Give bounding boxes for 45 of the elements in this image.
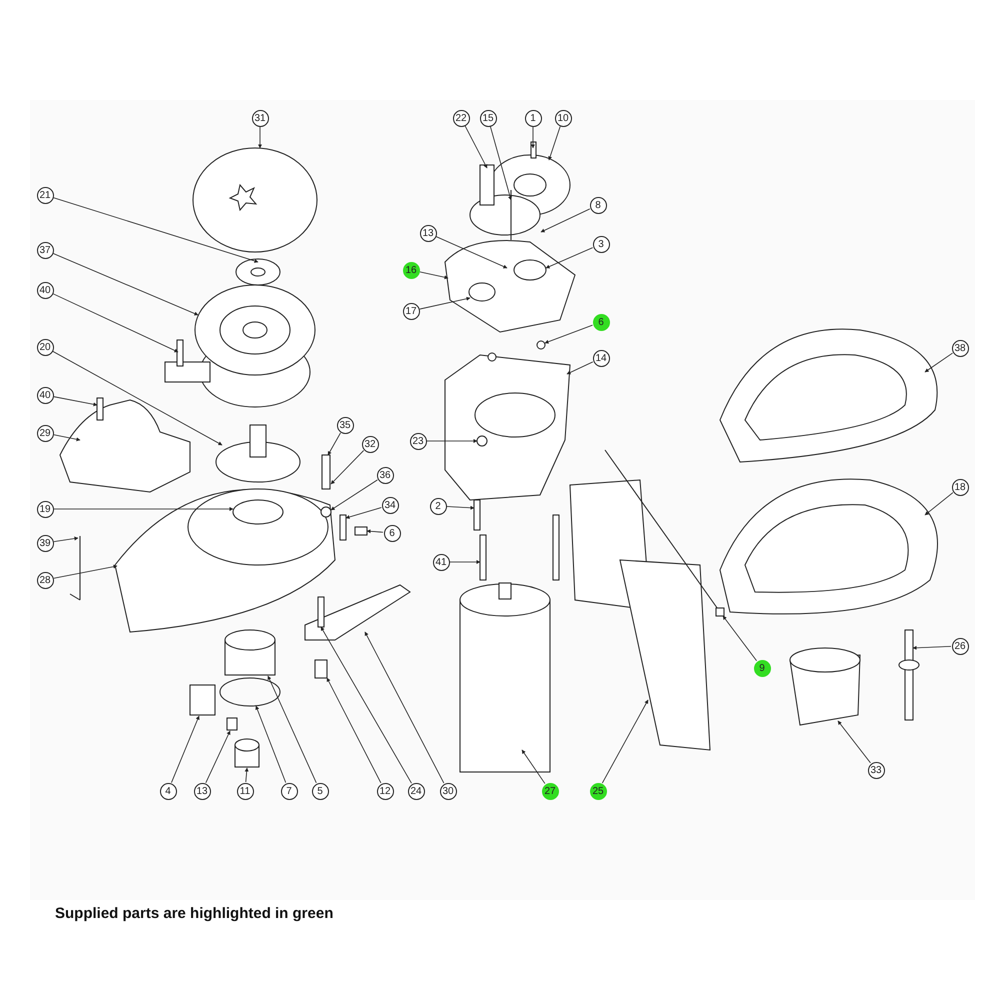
leader-line: [53, 564, 118, 579]
leader-line: [924, 492, 954, 516]
leader-line: [171, 716, 200, 784]
leader-line: [912, 646, 952, 650]
leader-line: [330, 450, 364, 484]
leader-line: [838, 720, 871, 764]
leader-line: [53, 197, 258, 263]
leader-line: [205, 730, 230, 784]
leader-line: [531, 126, 535, 148]
leader-line: [366, 529, 384, 534]
leader-line: [419, 296, 470, 310]
leader-line: [546, 247, 594, 268]
leader-line: [722, 616, 757, 662]
leader-line: [244, 768, 249, 782]
leader-line: [52, 253, 198, 316]
leader-line: [566, 361, 594, 374]
leader-line: [419, 272, 448, 280]
leader-line: [268, 676, 317, 784]
leader-line: [54, 536, 78, 542]
leader-line: [255, 706, 286, 783]
leader-line: [602, 700, 648, 784]
leader-line: [540, 208, 590, 232]
leader-line: [464, 126, 488, 168]
leader-line: [490, 126, 512, 200]
leader-line: [326, 678, 382, 784]
leader-line: [426, 439, 478, 443]
leader-line: [53, 396, 98, 406]
leader-line: [328, 432, 341, 456]
leader-line: [364, 632, 444, 784]
leader-line: [52, 350, 222, 446]
leader-line: [258, 126, 262, 148]
leader-line: [924, 352, 953, 372]
leader-line: [320, 626, 412, 784]
leader-line: [544, 324, 593, 344]
leader-line: [330, 480, 378, 510]
leader-line: [522, 750, 546, 784]
leader-line: [436, 236, 508, 268]
caption: Supplied parts are highlighted in green: [55, 905, 334, 922]
leader-line: [446, 506, 474, 510]
leader-line: [53, 434, 80, 442]
leader-line: [548, 126, 561, 160]
leader-line: [52, 293, 178, 352]
leader-line: [346, 507, 382, 519]
leader-line: [450, 560, 480, 564]
leader-line: [54, 507, 234, 511]
